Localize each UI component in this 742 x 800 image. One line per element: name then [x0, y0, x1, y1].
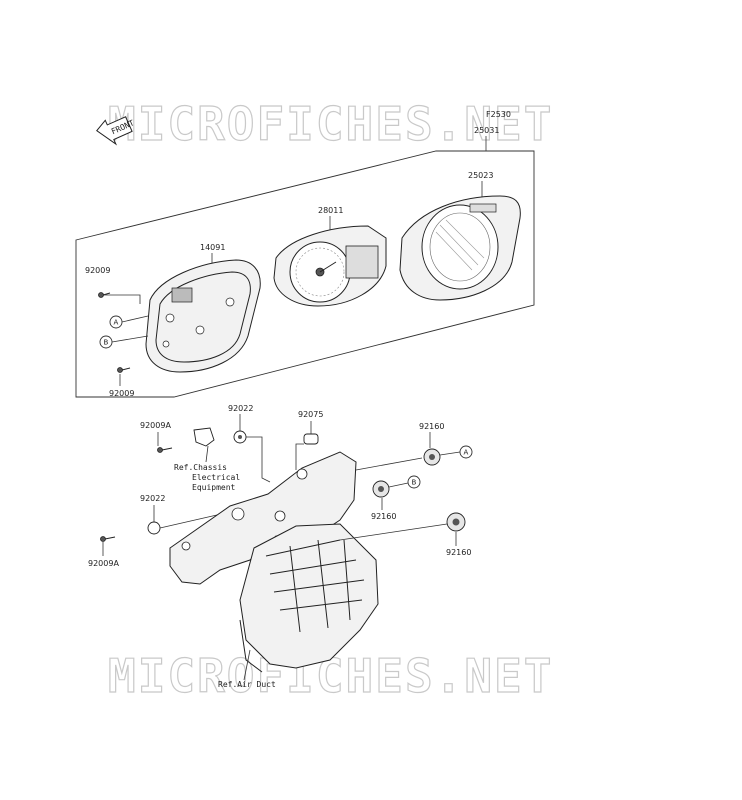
screw-92009a-bottom — [100, 536, 116, 542]
part-number-92009-bottom: 92009 — [109, 389, 134, 398]
part-number-92160-b: 92160 — [371, 512, 396, 521]
front-arrow-icon: FRONT — [96, 116, 136, 146]
part-number-28011: 28011 — [318, 206, 343, 215]
part-number-92009a-top: 92009A — [140, 421, 171, 430]
callout-b-top: B — [99, 335, 113, 349]
part-number-25023: 25023 — [468, 171, 493, 180]
part-number-92160-c: 92160 — [446, 548, 471, 557]
ref-air-duct: Ref.Air Duct — [218, 680, 276, 689]
ref-chassis-line2: Electrical — [192, 473, 240, 482]
meter-bracket — [169, 451, 357, 585]
part-number-92160-a: 92160 — [419, 422, 444, 431]
washer-92022-mid — [147, 521, 161, 535]
meter-cover-25023 — [399, 195, 521, 301]
part-number-25031: 25031 — [474, 126, 499, 135]
clamp-ref-chassis — [193, 427, 215, 447]
svg-text:A: A — [114, 319, 119, 327]
screw-92009a-top — [157, 447, 173, 453]
part-number-92022-top: 92022 — [228, 404, 253, 413]
grommet-92160-c — [446, 512, 466, 532]
meter-case-14091 — [145, 259, 261, 373]
part-number-92009a-bottom: 92009A — [88, 559, 119, 568]
ref-chassis-line3: Equipment — [192, 483, 236, 492]
part-number-92022-mid: 92022 — [140, 494, 165, 503]
svg-text:B: B — [412, 479, 417, 487]
bolt-92075 — [303, 433, 319, 445]
grommet-92160-b — [372, 480, 390, 498]
callout-a-top: A — [109, 315, 123, 329]
part-number-92009-top: 92009 — [85, 266, 110, 275]
part-number-92075: 92075 — [298, 410, 323, 419]
assembly-boundary — [75, 150, 535, 398]
air-duct — [239, 523, 379, 673]
part-number-14091: 14091 — [200, 243, 225, 252]
meter-unit-28011 — [273, 225, 387, 307]
screw-92009-bottom — [117, 367, 131, 373]
svg-text:B: B — [104, 339, 109, 347]
svg-text:A: A — [464, 449, 469, 457]
watermark-top: MICROFICHES.NET — [108, 97, 553, 151]
callout-b-lower: B — [407, 475, 421, 489]
figure-reference: F2530 — [486, 110, 511, 119]
washer-92022-top — [233, 430, 247, 444]
ref-chassis-line1: Ref.Chassis — [174, 463, 227, 472]
grommet-92160-a — [423, 448, 441, 466]
callout-a-lower: A — [459, 445, 473, 459]
